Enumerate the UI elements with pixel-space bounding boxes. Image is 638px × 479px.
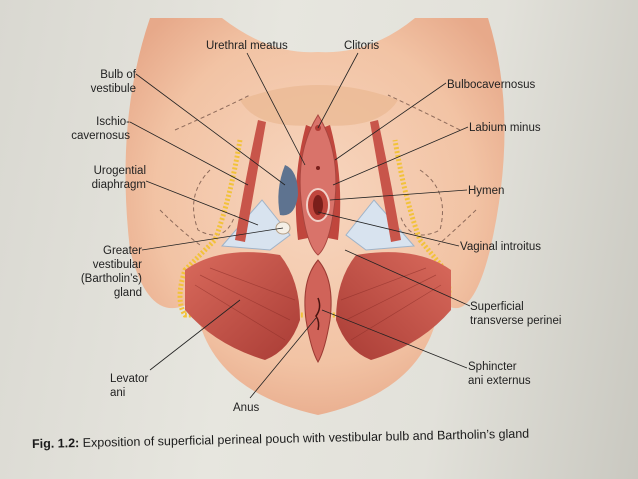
ischiocavernosus-right — [370, 120, 401, 242]
vaginal-introitus — [313, 195, 323, 215]
label-levator-ani: Levator ani — [110, 373, 149, 399]
levator-ani-left — [185, 252, 300, 360]
skin-flap-outline — [159, 94, 477, 246]
label-superficial-transverse-perinei: Superficial transverse perinei — [470, 301, 562, 327]
label-anus: Anus — [233, 402, 260, 414]
label-bulb-of-vestibule: Bulb of vestibule — [90, 69, 136, 95]
labium-minus — [299, 114, 337, 256]
label-clitoris: Clitoris — [344, 40, 380, 52]
label-hymen: Hymen — [468, 185, 505, 197]
vestibular-bulb — [278, 165, 298, 216]
levator-ani-right — [336, 252, 451, 360]
label-greater-vestibular-gland: Greater vestibular (Bartholin’s) gland — [80, 245, 142, 299]
figure-number: Fig. 1.2: — [31, 436, 80, 451]
ischiocavernosus-left — [235, 120, 266, 242]
label-urethral-meatus: Urethral meatus — [206, 40, 288, 52]
label-sphincter-ani-externus: Sphincter ani externus — [468, 361, 531, 387]
skin-flap-outline — [193, 169, 443, 236]
fat-border — [177, 139, 452, 318]
label-ischiocavernosus: Ischio- cavernosus — [71, 116, 130, 142]
anus — [315, 297, 321, 331]
label-bulbocavernosus: Bulbocavernosus — [447, 79, 536, 91]
label-vaginal-introitus: Vaginal introitus — [460, 241, 541, 253]
leader-lines — [129, 52, 471, 399]
label-labium-minus: Labium minus — [469, 122, 541, 134]
urethral-meatus — [316, 166, 320, 170]
label-urogential-diaphragm: Urogential diaphragm — [91, 165, 146, 191]
